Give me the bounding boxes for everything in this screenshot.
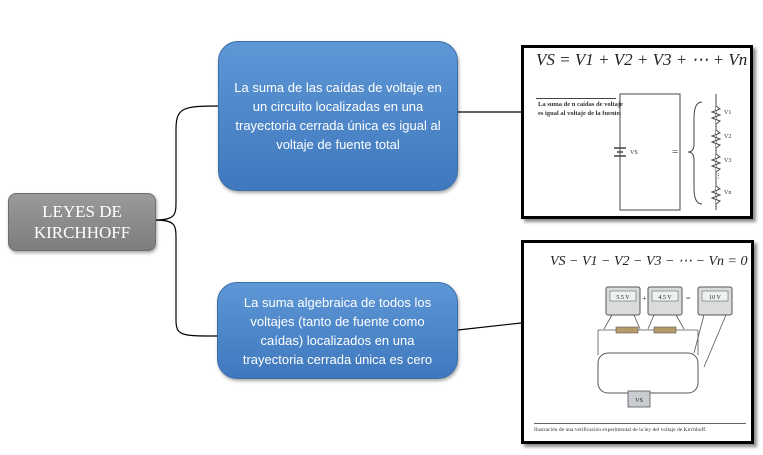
meter-2: 4.5 V — [647, 286, 683, 316]
experimental-circuit: 5.5 V + 4.5 V = 10 V VS — [597, 286, 733, 408]
formula-underline — [536, 98, 616, 99]
connector-to-bottom — [153, 219, 218, 337]
svg-text:=: = — [686, 294, 691, 303]
svg-text:+: + — [642, 294, 647, 303]
connector-to-top — [153, 105, 219, 221]
drop-label-3: V3 — [724, 158, 731, 164]
power-supply — [627, 390, 651, 408]
meter-3-reading: 10 V — [709, 295, 721, 301]
drop-label-n: Vn — [724, 190, 731, 196]
root-label-line2: KIRCHHOFF — [33, 223, 131, 242]
drop-label-2: V2 — [724, 134, 731, 140]
figure-top-caption-line2: es igual al voltaje de la fuente. — [538, 110, 622, 117]
figure-experimental-verification: VS − V1 − V2 − V3 − ⋯ − Vn = 0 5.5 V + 4… — [521, 240, 754, 444]
source-label: VS — [630, 150, 638, 156]
meter-3: 10 V — [697, 286, 733, 316]
figure-bottom-formula: VS − V1 − V2 − V3 − ⋯ − Vn = 0 — [550, 254, 748, 269]
figure-series-circuit: VS = V1 + V2 + V3 + ⋯ + Vn La suma de n … — [521, 45, 753, 219]
caption-rule — [534, 423, 746, 424]
svg-text:⋮: ⋮ — [715, 172, 722, 180]
figure-top-formula: VS = V1 + V2 + V3 + ⋯ + Vn — [536, 50, 748, 69]
meter-1-reading: 5.5 V — [616, 295, 630, 301]
battery-symbol — [614, 147, 626, 157]
branch-node-algebraic-sum: La suma algebraica de todos los voltajes… — [217, 282, 458, 379]
branch-top-text: La suma de las caídas de voltaje en un c… — [234, 80, 442, 152]
meter-2-reading: 4.5 V — [658, 295, 672, 301]
series-circuit-schematic: VS = V1 V2 V3 ⋮ Vn — [614, 93, 731, 211]
root-node-kirchhoff: LEYES DE KIRCHHOFF — [8, 193, 156, 251]
connector-bottom-figure — [457, 322, 522, 331]
branch-bottom-text: La suma algebraica de todos los voltajes… — [242, 294, 433, 367]
branch-node-voltage-drops: La suma de las caídas de voltaje en un c… — [218, 41, 458, 191]
figure-bottom-caption: Ilustración de una verificación experime… — [534, 427, 707, 433]
root-label-line1: LEYES DE — [42, 202, 122, 221]
figure-top-caption-line1: La suma de n caídas de voltaje — [538, 101, 623, 108]
svg-text:=: = — [672, 146, 678, 158]
meter-1: 5.5 V — [605, 286, 641, 316]
supply-label: VS — [635, 398, 643, 404]
drop-label-1: V1 — [724, 110, 731, 116]
